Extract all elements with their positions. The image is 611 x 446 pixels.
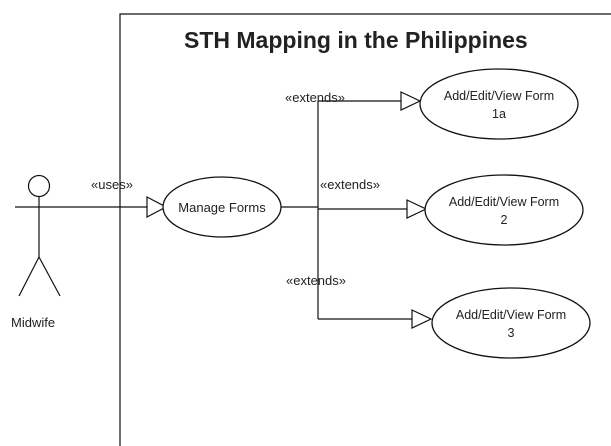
form-3-label-line-2: 3 <box>508 326 515 340</box>
actor-head <box>27 174 51 198</box>
form-2-usecase: Add/Edit/View Form 2 <box>424 174 584 246</box>
diagram-title: STH Mapping in the Philippines <box>184 27 528 53</box>
form-3-usecase: Add/Edit/View Form 3 <box>431 287 591 359</box>
extends-top-arrowhead <box>400 91 422 111</box>
system-boundary <box>119 13 611 446</box>
actor-midwife <box>15 174 63 297</box>
form-1a-label-line-1: Add/Edit/View Form <box>444 89 554 103</box>
extends-bottom-label: «extends» <box>286 273 346 288</box>
actor-label: Midwife <box>11 315 55 330</box>
form-2-ellipse <box>424 174 584 246</box>
form-1a-ellipse <box>419 68 579 140</box>
form-3-label-line-1: Add/Edit/View Form <box>456 308 566 322</box>
extends-middle-arrowhead <box>406 199 428 219</box>
manage-forms-label: Manage Forms <box>178 200 266 215</box>
form-2-label-line-1: Add/Edit/View Form <box>449 195 559 209</box>
uses-label: «uses» <box>91 177 133 192</box>
form-1a-usecase: Add/Edit/View Form 1a <box>419 68 579 140</box>
form-1a-label-line-2: 1a <box>492 107 506 121</box>
actor-left-leg <box>18 256 40 297</box>
form-2-label-line-2: 2 <box>501 213 508 227</box>
extends-middle-label: «extends» <box>320 177 380 192</box>
extends-top-label: «extends» <box>285 90 345 105</box>
uses-arrowhead <box>146 196 168 218</box>
actor-right-leg <box>38 256 61 297</box>
form-3-ellipse <box>431 287 591 359</box>
extends-connectors <box>281 91 433 329</box>
extends-bottom-arrowhead <box>411 309 433 329</box>
